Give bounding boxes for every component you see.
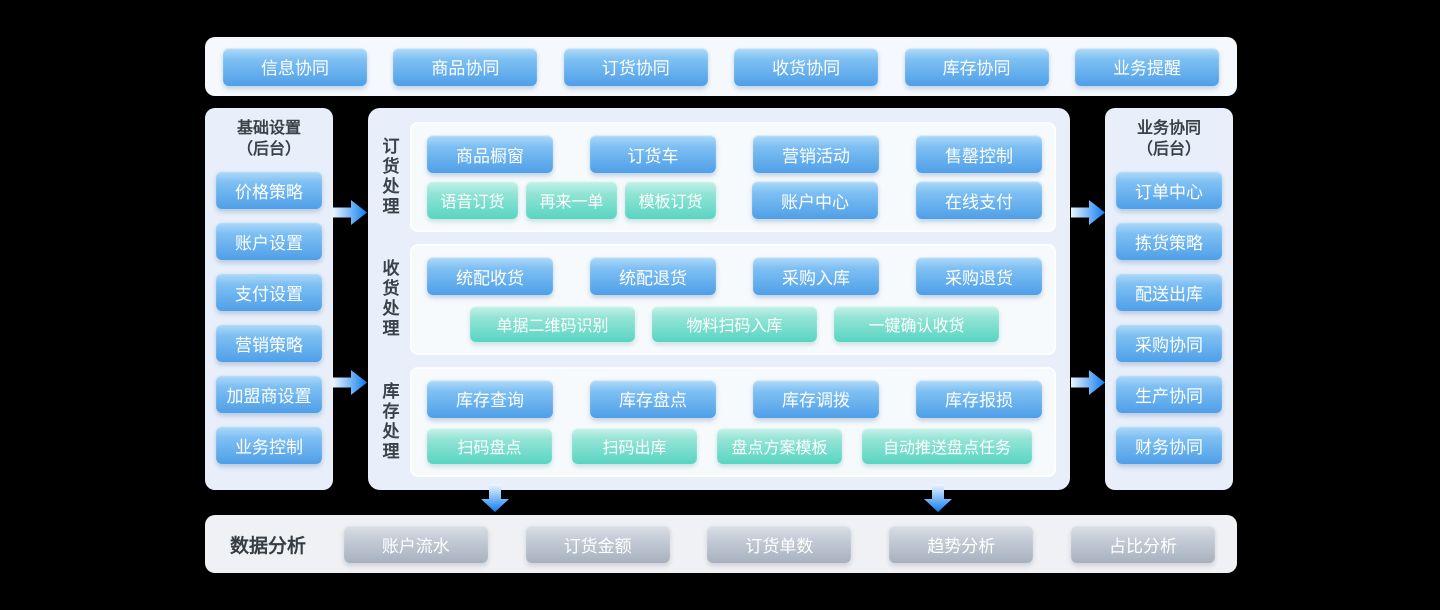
feature-button-unified-return[interactable]: 统配退货 [590,257,716,296]
feature-button-online-payment[interactable]: 在线支付 [916,181,1042,220]
settings-button-franchise[interactable]: 加盟商设置 [216,375,322,413]
feature-button-scan-count[interactable]: 扫码盘点 [427,427,552,464]
feature-button-inventory-transfer[interactable]: 库存调拨 [753,379,879,418]
settings-button-marketing[interactable]: 营销策略 [216,324,322,362]
feature-button-order-cart[interactable]: 订货车 [590,135,716,173]
analysis-button-order-count[interactable]: 订货单数 [707,525,852,563]
backend-button-purchase-collab[interactable]: 采购协同 [1116,324,1222,362]
collab-button-inventory[interactable]: 库存协同 [904,47,1049,86]
backend-button-picking-strategy[interactable]: 拣货策略 [1116,222,1222,260]
analysis-button-trend[interactable]: 趋势分析 [889,525,1034,563]
panel-title-line1: 基础设置 [236,120,301,137]
feature-button-showcase[interactable]: 商品橱窗 [427,135,553,173]
flow-arrow-right-icon [1071,200,1105,225]
panel-title-line2: （后台） [1136,141,1201,158]
feature-button-template-order[interactable]: 模板订货 [625,181,716,220]
panel-title-line1: 业务协同 [1136,120,1201,137]
feature-button-unified-receive[interactable]: 统配收货 [427,257,553,296]
business-collab-panel: 业务协同 （后台） 订单中心 拣货策略 配送出库 采购协同 生产协同 财务协同 [1105,108,1233,490]
feature-button-soldout-control[interactable]: 售罄控制 [916,135,1042,173]
panel-title: 业务协同 （后台） [1137,118,1201,160]
analysis-button-proportion[interactable]: 占比分析 [1071,525,1215,563]
feature-button-inventory-loss[interactable]: 库存报损 [916,379,1042,418]
panel-title: 基础设置 （后台） [237,118,301,160]
feature-button-count-template[interactable]: 盘点方案模板 [717,427,842,464]
collab-button-order[interactable]: 订货协同 [563,47,708,86]
flow-arrow-down-icon [924,484,952,512]
feature-button-purchase-inbound[interactable]: 采购入库 [753,257,879,296]
feature-button-marketing-activity[interactable]: 营销活动 [753,135,879,173]
settings-button-payment[interactable]: 支付设置 [216,273,322,311]
section-card-receiving: 统配收货 统配退货 采购入库 采购退货 单据二维码识别 物料扫码入库 一键确认收… [410,244,1056,355]
section-card-inventory: 库存查询 库存盘点 库存调拨 库存报损 扫码盘点 扫码出库 盘点方案模板 自动推… [410,366,1056,477]
feature-button-oneclick-confirm[interactable]: 一键确认收货 [834,305,999,342]
section-receiving-processing: 收货处理 统配收货 统配退货 采购入库 采购退货 单据二维码识别 物料扫码入库 … [368,244,1056,355]
basic-settings-panel: 基础设置 （后台） 价格策略 账户设置 支付设置 营销策略 加盟商设置 业务控制 [205,108,333,490]
feature-button-scan-inbound[interactable]: 物料扫码入库 [652,305,817,342]
feature-button-reorder[interactable]: 再来一单 [526,181,617,220]
collab-button-goods[interactable]: 商品协同 [393,47,538,86]
backend-button-order-center[interactable]: 订单中心 [1116,171,1222,209]
feature-button-scan-outbound[interactable]: 扫码出库 [572,427,697,464]
process-panel: 订货处理 商品橱窗 订货车 营销活动 售罄控制 语音订货 再来一单 模板订货 账… [368,108,1070,490]
feature-button-inventory-count[interactable]: 库存盘点 [590,379,716,418]
feature-button-inventory-query[interactable]: 库存查询 [427,379,553,418]
collab-button-reminder[interactable]: 业务提醒 [1074,47,1219,86]
feature-button-account-center[interactable]: 账户中心 [752,181,878,220]
feature-button-auto-push-count-task[interactable]: 自动推送盘点任务 [862,427,1032,464]
flow-arrow-right-icon [333,370,367,395]
backend-button-delivery-outbound[interactable]: 配送出库 [1116,273,1222,311]
top-collaboration-bar: 信息协同 商品协同 订货协同 收货协同 库存协同 业务提醒 [205,37,1237,96]
feature-button-voice-order[interactable]: 语音订货 [427,181,518,220]
collab-button-receive[interactable]: 收货协同 [734,47,879,86]
feature-button-purchase-return[interactable]: 采购退货 [916,257,1042,296]
panel-title-line2: （后台） [236,141,301,158]
collab-button-info[interactable]: 信息协同 [223,47,367,86]
analysis-button-account-flow[interactable]: 账户流水 [343,525,488,563]
settings-button-business-control[interactable]: 业务控制 [216,426,322,464]
feature-button-qrcode-recognition[interactable]: 单据二维码识别 [470,305,635,342]
flow-arrow-down-icon [481,484,509,512]
flow-arrow-right-icon [333,200,367,225]
section-order-processing: 订货处理 商品橱窗 订货车 营销活动 售罄控制 语音订货 再来一单 模板订货 账… [368,122,1056,233]
data-analysis-bar: 数据分析 账户流水 订货金额 订货单数 趋势分析 占比分析 [205,515,1237,573]
section-label-order: 订货处理 [379,137,399,218]
flow-arrow-right-icon [1071,370,1105,395]
backend-button-finance-collab[interactable]: 财务协同 [1116,426,1222,464]
section-inventory-processing: 库存处理 库存查询 库存盘点 库存调拨 库存报损 扫码盘点 扫码出库 盘点方案模… [368,366,1056,477]
data-analysis-label: 数据分析 [230,535,307,557]
settings-button-price[interactable]: 价格策略 [216,171,322,209]
section-label-receiving: 收货处理 [379,259,399,340]
settings-button-account[interactable]: 账户设置 [216,222,322,260]
analysis-button-order-amount[interactable]: 订货金额 [525,525,670,563]
section-label-inventory: 库存处理 [379,381,399,462]
backend-button-production-collab[interactable]: 生产协同 [1116,375,1222,413]
section-card-order: 商品橱窗 订货车 营销活动 售罄控制 语音订货 再来一单 模板订货 账户中心 在… [410,122,1056,233]
